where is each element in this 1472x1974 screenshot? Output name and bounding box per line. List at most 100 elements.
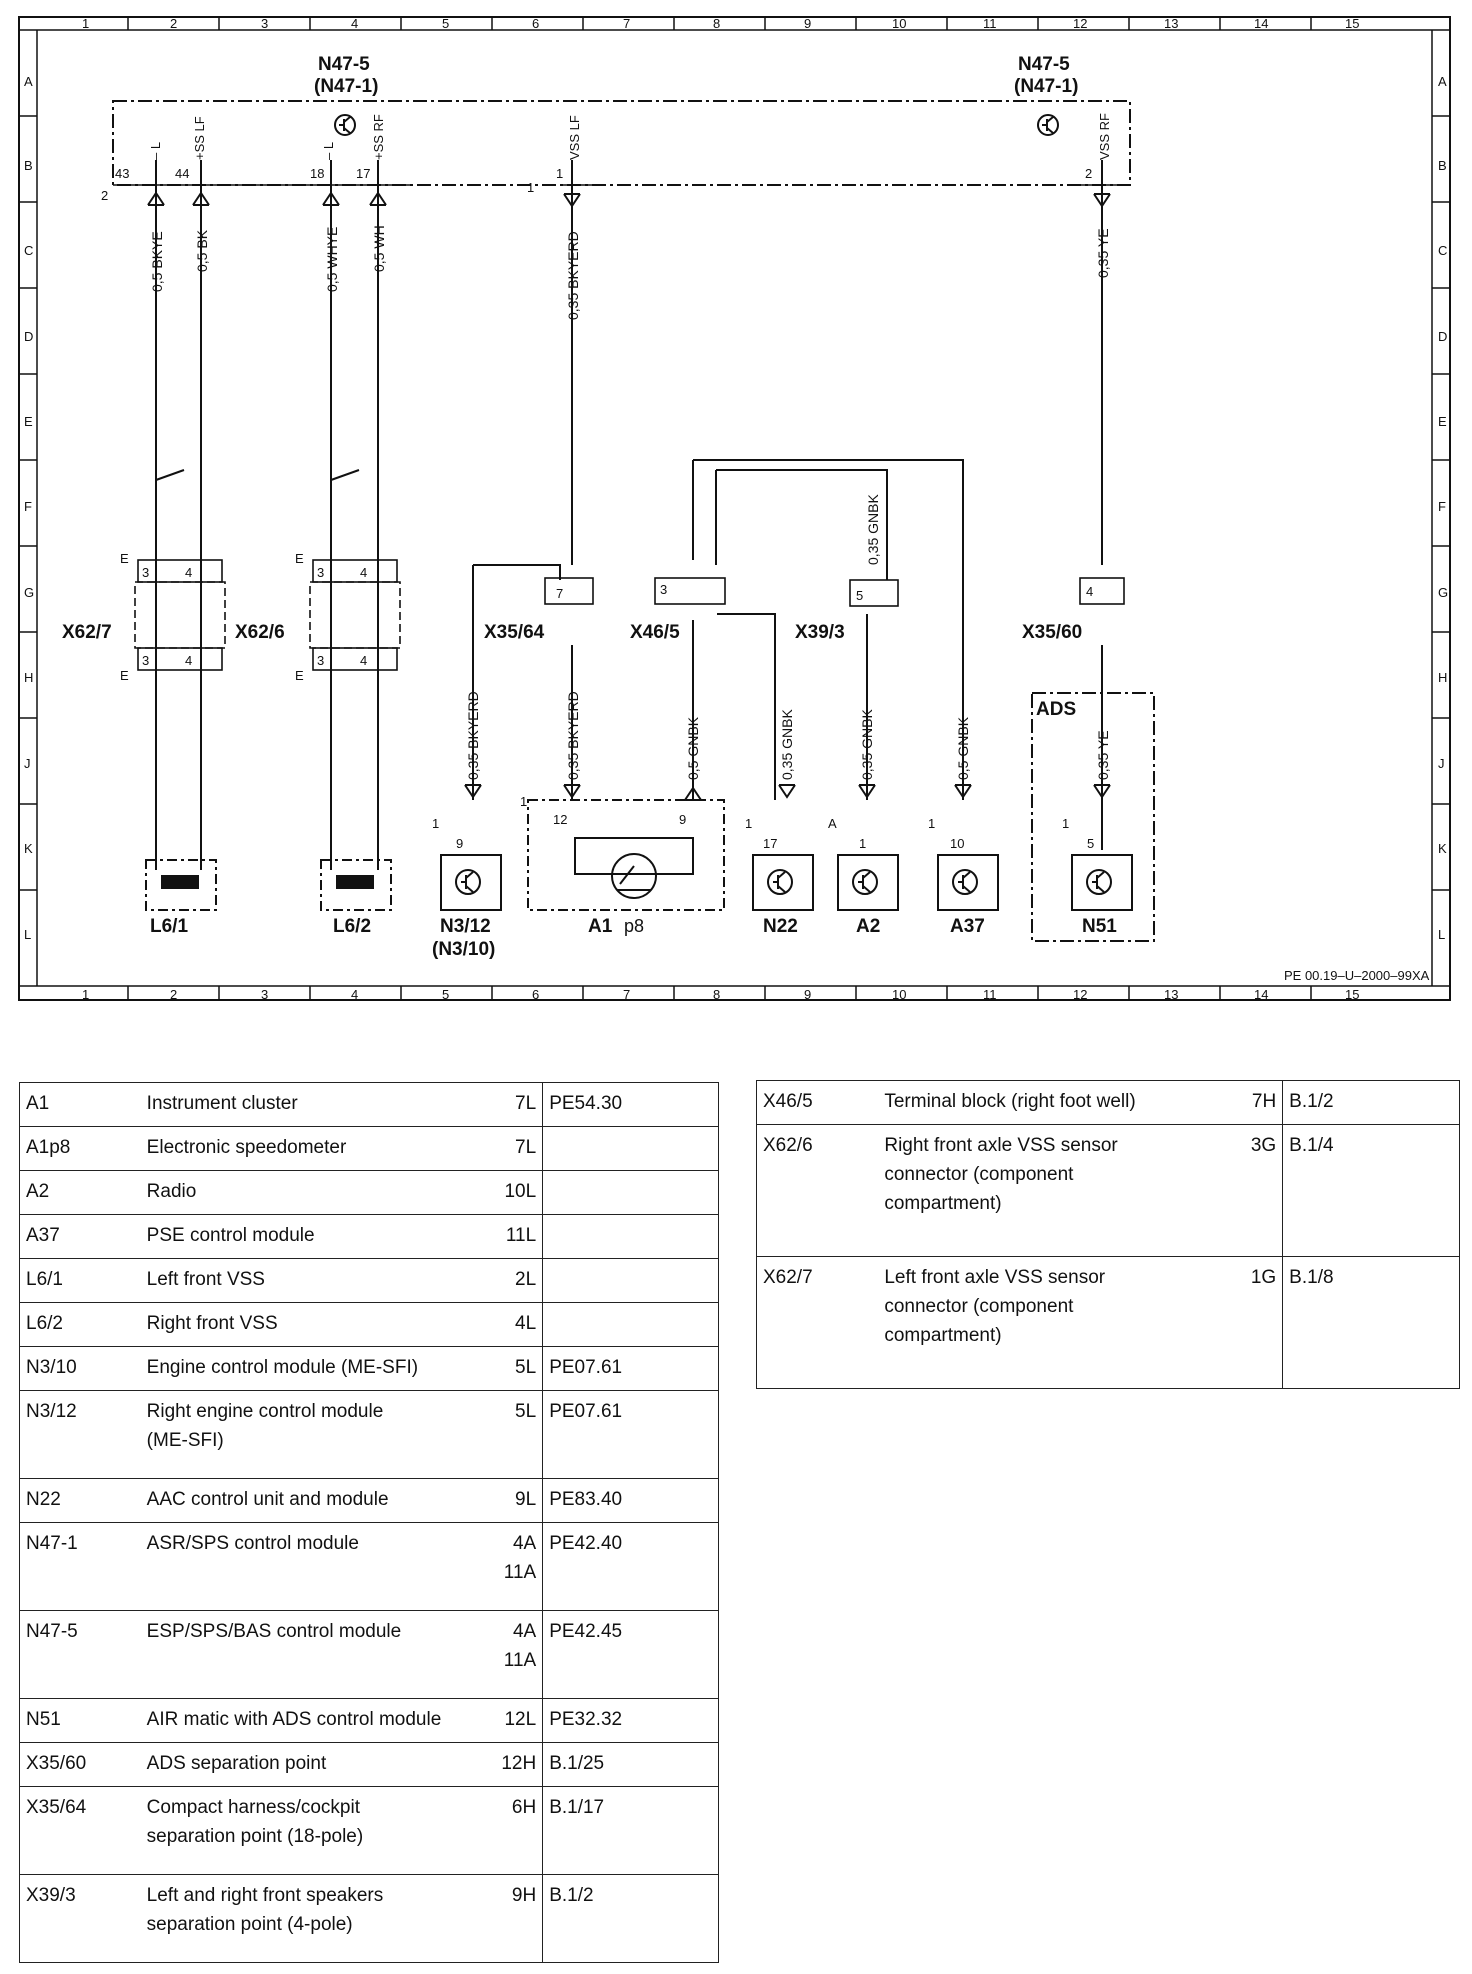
row-letter: L [24,927,31,942]
legend-description-line: ASR/SPS control module [146,1533,359,1554]
legend-code: X62/7 [756,1256,879,1389]
legend-description-line: Compact harness/cockpit [146,1797,360,1818]
col-number-bottom: 2 [170,987,177,1002]
col-number: 14 [1254,16,1268,31]
module-n22 [752,854,814,911]
legend-description-line: compartment) [884,1325,1002,1346]
row-letter: C [24,243,33,258]
legend-code: A2 [18,1170,141,1215]
col-number: 8 [713,16,720,31]
col-number-bottom: 14 [1254,987,1268,1002]
row-letter: A [24,74,33,89]
legend-code: X62/6 [756,1124,879,1257]
connector-x62-7 [134,559,226,671]
col-number: 11 [983,16,997,31]
legend-grid-value: 7L [515,1093,537,1114]
component-label: A2 [856,916,880,937]
diagram-id: PE 00.19–U–2000–99XA [1284,968,1430,983]
col-number: 15 [1345,16,1359,31]
legend-description: Compact harness/cockpit separation point … [140,1786,476,1875]
legend-grid-ref: 6H [475,1786,544,1875]
row-ticks [19,115,1450,891]
wire-label: 0,5 GNBK [955,716,971,780]
component-label: N51 [1082,916,1117,937]
legend-description-line: separation point (18-pole) [146,1826,364,1847]
comp-pin: 10 [950,836,964,851]
col-number-bottom: 7 [623,987,630,1002]
legend-description-line: separation point (4-pole) [146,1914,353,1935]
legend-grid-value: 10L [504,1181,537,1202]
side-mark: E [295,668,304,683]
legend-grid-ref: 7H [1215,1080,1284,1125]
conn-pin: 4 [360,565,367,580]
wire-label: 0,35 YE [1095,730,1111,780]
signal-label: VSS LF [567,115,582,160]
wires [155,160,1103,870]
row-letter: G [1438,585,1448,600]
legend-grid-ref: 7L [475,1082,544,1127]
legend-page-ref: PE07.61 [542,1390,719,1479]
column-ticks [127,17,1312,1000]
module-a2 [837,854,899,911]
legend-description-line: Engine control module (ME-SFI) [146,1357,419,1378]
module-label: (N47-1) [1014,76,1078,97]
col-number-bottom: 13 [1164,987,1178,1002]
module-n51 [1071,854,1133,911]
wire-label: 0,5 BKYE [149,231,165,292]
comp-pin: 17 [763,836,777,851]
connector-label: X39/3 [795,622,845,643]
legend-description-line: Electronic speedometer [146,1137,347,1158]
legend-grid-ref: 5L [475,1346,544,1391]
side-mark: A [828,816,837,831]
harness-number: 2 [101,188,108,203]
row-letter: K [1438,841,1447,856]
conn-pin: 4 [185,565,192,580]
comp-pin: 1 [859,836,866,851]
legend-description-line: Right front axle VSS sensor [884,1135,1118,1156]
legend-grid-value: 6H [511,1797,537,1818]
legend-grid-value: 1G [1250,1267,1277,1288]
conn-pin: 5 [856,588,863,603]
legend-grid-ref: 4L [475,1302,544,1347]
legend-grid-value: 7H [1251,1091,1277,1112]
component-label: L6/1 [150,916,188,937]
legend-description: Instrument cluster [140,1082,476,1127]
legend-description-line: Left front VSS [146,1269,265,1290]
side-mark: E [295,551,304,566]
legend-code: N3/10 [18,1346,141,1391]
col-number: 1 [82,16,89,31]
legend-page-ref: PE83.40 [542,1478,719,1523]
component-label: N22 [763,916,798,937]
col-number-bottom: 12 [1073,987,1087,1002]
legend-grid-ref: 12H [475,1742,544,1787]
wire-label: 0,35 YE [1095,228,1111,278]
legend-grid-ref: 1G [1215,1256,1284,1389]
legend-description: ESP/SPS/BAS control module [140,1610,476,1699]
legend-description-line: Instrument cluster [146,1093,298,1114]
legend-page-ref: B.1/25 [542,1742,719,1787]
row-letter: L [1438,927,1445,942]
connector-label: X46/5 [630,622,680,643]
col-number-bottom: 1 [82,987,89,1002]
module-label: N47-5 [318,54,370,75]
conn-pin: 7 [556,586,563,601]
legend-description: ADS separation point [140,1742,476,1787]
legend-grid-value: 5L [515,1357,537,1378]
legend-page-ref [542,1170,719,1215]
row-letter: E [1438,414,1447,429]
connector-x35-60 [1079,577,1125,605]
row-letter: E [24,414,33,429]
conn-pin: 3 [317,653,324,668]
wire-label: 0,35 BKYERD [565,691,581,780]
